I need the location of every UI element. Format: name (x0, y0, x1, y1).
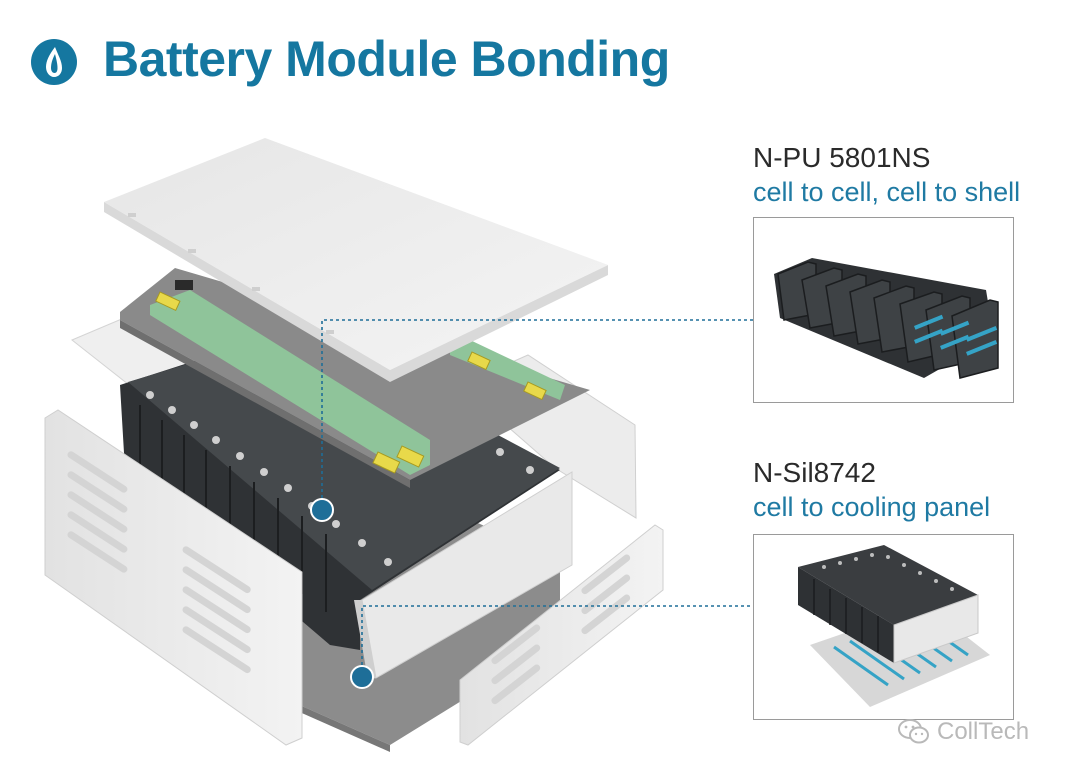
product-name: N-PU 5801NS (753, 142, 931, 173)
watermark: CollTech (897, 718, 1029, 746)
wechat-icon (898, 719, 929, 744)
battery-module-exploded-view (44, 138, 755, 752)
product-name: N-Sil8742 (753, 457, 876, 488)
water-drop-icon (31, 39, 77, 85)
product-application: cell to cooling panel (753, 492, 991, 522)
pcb-board (150, 290, 430, 475)
cell-stack-illustration (774, 258, 999, 379)
marker-cell-to-cell (310, 498, 334, 522)
cooling-panel-illustration (798, 545, 990, 707)
callout-npu: N-PU 5801NS cell to cell, cell to shell (753, 141, 1020, 209)
inset-cell-to-cell (753, 217, 1014, 403)
product-application: cell to cell, cell to shell (753, 177, 1021, 207)
page-title: Battery Module Bonding (103, 31, 670, 87)
left-louvered-panel (44, 409, 303, 746)
marker-cell-to-cooling (350, 665, 374, 689)
front-end-plate (361, 471, 573, 679)
pcb-connectors (155, 291, 547, 474)
watermark-text: CollTech (937, 718, 1030, 745)
callout-nsil: N-Sil8742 cell to cooling panel (753, 456, 990, 524)
front-louvered-panel (459, 524, 664, 746)
leader-lines (321, 319, 755, 677)
inset-cell-to-cooling (753, 534, 1014, 720)
